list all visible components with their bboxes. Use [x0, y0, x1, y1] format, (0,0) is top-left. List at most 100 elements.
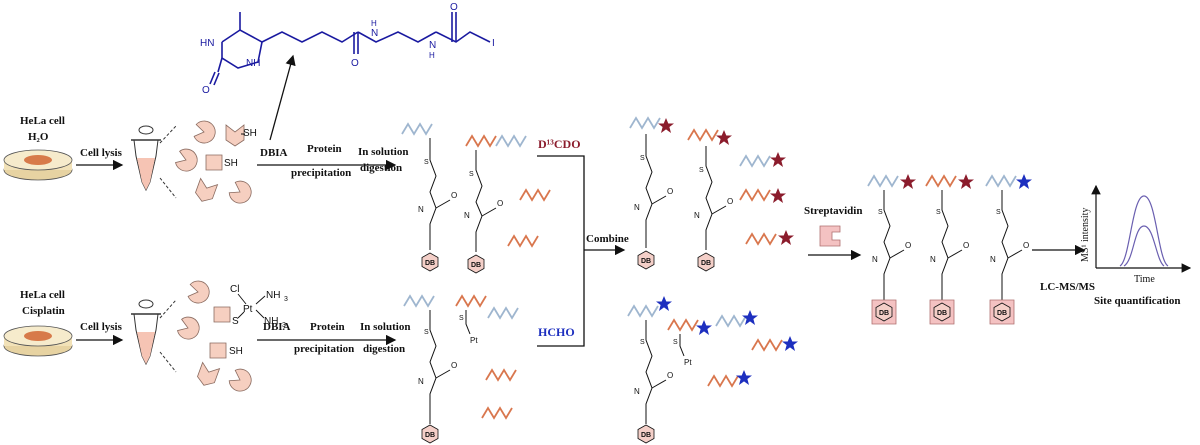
bottom-protein-label: Protein	[310, 321, 345, 333]
svg-text:DB: DB	[641, 432, 651, 439]
dbia-iodo: I	[492, 38, 495, 49]
cisplatin-s: S	[232, 316, 239, 327]
lcms-label: LC-MS/MS	[1040, 281, 1095, 293]
enriched-peptides: S S S O O O N N N DB DB DB	[867, 174, 1032, 325]
svg-text:N: N	[990, 255, 996, 264]
zoom-line	[159, 125, 177, 144]
top-protein-label: Protein	[307, 143, 342, 155]
svg-text:S: S	[424, 159, 429, 166]
petri-dish-icon	[3, 149, 73, 181]
chart-ylabel: MS¹ intensity	[1080, 208, 1091, 262]
svg-text:N: N	[464, 211, 470, 220]
svg-text:Pt: Pt	[684, 358, 692, 367]
zoom-line	[159, 351, 177, 373]
top-lysis-label: Cell lysis	[80, 147, 123, 159]
svg-text:N: N	[872, 255, 878, 264]
top-linker-labels: S S O O N N DB DB	[418, 159, 503, 274]
svg-text:O: O	[963, 241, 969, 250]
svg-text:S: S	[424, 329, 429, 336]
top-sample-line1: HeLa cell	[20, 115, 65, 127]
bottom-merge-line	[537, 250, 585, 347]
bottom-sample-line2: Cisplatin	[22, 305, 65, 317]
bottom-digestion-label: digestion	[363, 343, 405, 355]
chart-xlabel: Time	[1134, 274, 1155, 285]
dbia-hn: HN	[200, 38, 214, 49]
top-digestion-label: digestion	[360, 162, 402, 174]
svg-text:N: N	[418, 205, 424, 214]
svg-text:S: S	[699, 167, 704, 174]
svg-text:O: O	[1023, 241, 1029, 250]
svg-text:DB: DB	[425, 260, 435, 267]
svg-text:O: O	[497, 199, 503, 208]
top-sample-line2: H₂O	[28, 131, 49, 143]
svg-text:S: S	[640, 339, 645, 346]
site-quant-label: Site quantification	[1094, 295, 1180, 307]
ms1-chart: Time MS¹ intensity	[1080, 184, 1192, 285]
svg-text:S: S	[673, 339, 678, 346]
svg-text:S: S	[996, 209, 1001, 216]
dbia-o3: O	[450, 2, 458, 13]
svg-text:DB: DB	[425, 432, 435, 439]
streptavidin-label: Streptavidin	[804, 205, 862, 217]
svg-text:S: S	[469, 171, 474, 178]
cisplatin-nh3-b: NH	[264, 316, 278, 327]
light-labeled-peptides: S S Pt O N DB	[627, 296, 798, 444]
svg-text:S: S	[878, 209, 883, 216]
svg-text:O: O	[667, 371, 673, 380]
bottom-probe-label: DBIA	[263, 321, 291, 333]
top-probe-label: DBIA	[260, 147, 288, 159]
bottom-dbia-linkers	[429, 310, 471, 424]
biotin-tag-icon: DB	[989, 299, 1015, 325]
biotin-tag-icon: DB	[871, 299, 897, 325]
zoom-line	[159, 299, 177, 319]
svg-text:N: N	[694, 211, 700, 220]
dbia-h2: H	[429, 51, 435, 60]
svg-text:N: N	[418, 377, 424, 386]
streptavidin-icon	[819, 225, 841, 247]
dbia-n1: N	[371, 28, 378, 39]
cisplatin-pt: Pt	[243, 304, 253, 315]
top-dbia-linkers	[429, 138, 497, 252]
svg-text:3: 3	[284, 296, 288, 303]
dbia-o2: O	[351, 58, 359, 69]
svg-text:O: O	[905, 241, 911, 250]
dbia-o1: O	[202, 85, 210, 96]
svg-text:O: O	[451, 191, 457, 200]
svg-text:DB: DB	[997, 310, 1007, 317]
svg-text:N: N	[634, 387, 640, 396]
bottom-protein-fragments: SH	[175, 279, 256, 396]
thiol-label: SH	[229, 346, 243, 357]
dbia-structure-atoms: HN NH O O N H N H O I	[200, 2, 495, 96]
svg-text:S: S	[936, 209, 941, 216]
svg-text:DB: DB	[471, 262, 481, 269]
svg-text:DB: DB	[937, 310, 947, 317]
cisplatin-adduct: Cl S Pt NH 3 NH 3	[230, 284, 288, 329]
top-sample: HeLa cell H₂O	[3, 115, 73, 181]
dbia-h1: H	[371, 19, 377, 28]
svg-text:O: O	[727, 197, 733, 206]
combine-label: Combine	[586, 233, 629, 245]
svg-text:Pt: Pt	[470, 336, 478, 345]
svg-text:DB: DB	[879, 310, 889, 317]
top-label-reagent: D¹³CDO	[538, 137, 581, 151]
bottom-precipitation-label: precipitation	[294, 343, 354, 355]
svg-text:S: S	[640, 155, 645, 162]
top-peptides	[401, 122, 551, 248]
bottom-label-reagent: HCHO	[538, 325, 575, 339]
top-merge-line	[537, 155, 585, 250]
heavy-labeled-peptides: S S O O N N DB DB	[629, 116, 794, 272]
bottom-lysis-label: Cell lysis	[80, 321, 123, 333]
dbia-nh: NH	[246, 58, 260, 69]
microtube-icon	[131, 299, 161, 366]
top-protein-fragments: SH SH	[173, 119, 257, 208]
cisplatin-cl: Cl	[230, 284, 239, 295]
thiol-label: SH	[224, 158, 238, 169]
bottom-solution-label: In solution	[360, 321, 410, 333]
petri-dish-icon	[3, 325, 73, 357]
thiol-label: SH	[243, 128, 257, 139]
bottom-sample-line1: HeLa cell	[20, 289, 65, 301]
biotin-tag-icon: DB	[929, 299, 955, 325]
microtube-icon	[131, 125, 161, 192]
